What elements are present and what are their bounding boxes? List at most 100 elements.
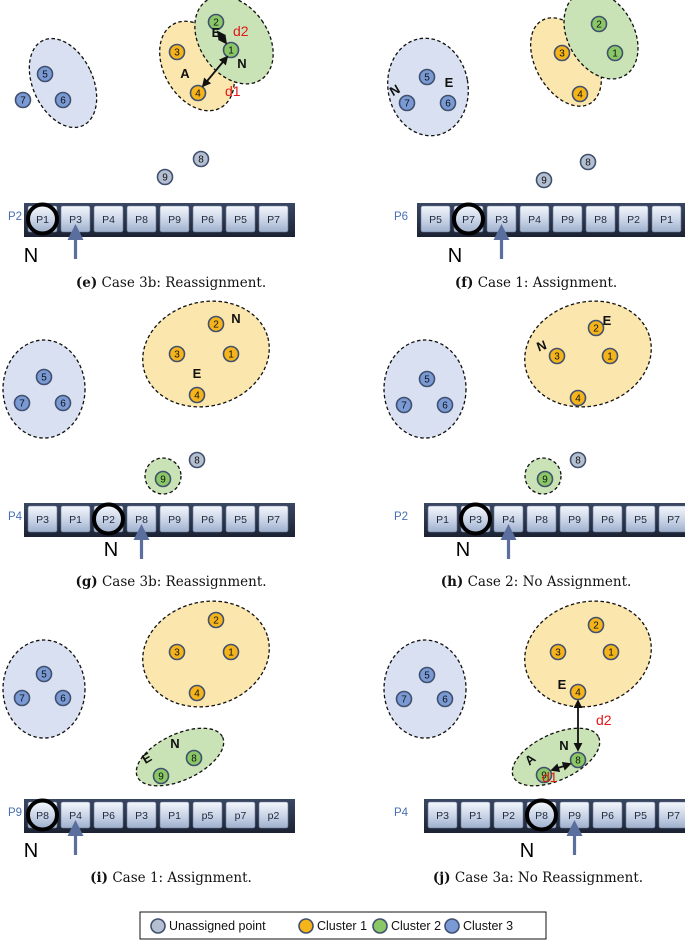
point-label: 2 (213, 320, 219, 331)
point-2: 2 (587, 616, 605, 634)
point-label: 5 (424, 375, 430, 386)
legend-label: Unassigned point (169, 919, 266, 933)
queue-cell-box (159, 205, 190, 233)
legend-item: Cluster 1 (298, 918, 367, 934)
point-marker (207, 315, 225, 333)
queue-cell-box (126, 801, 157, 829)
queue-cell-label: P8 (135, 214, 148, 226)
caption-label: (g) (75, 574, 97, 590)
queue-cell-label: P6 (102, 810, 115, 822)
point-marker (398, 94, 416, 112)
queue-cell: P7 (658, 505, 685, 533)
point-marker (189, 84, 207, 102)
current-marker: N (24, 840, 38, 862)
cluster-3-region (28, 37, 98, 129)
queue-cell-box (592, 801, 623, 829)
caption-text: Case 3b: Reassignment. (98, 574, 267, 590)
distance-label: d1 (542, 769, 558, 785)
queue-cell-box (625, 801, 656, 829)
queue-cell-label: P7 (667, 810, 680, 822)
point-label: 7 (401, 695, 407, 706)
point-9: 9 (156, 168, 174, 186)
point-marker (587, 616, 605, 634)
queue-cell-label: p7 (235, 810, 247, 822)
point-label: 7 (19, 399, 25, 410)
queue-cell: P1 (26, 202, 59, 236)
point-marker (207, 13, 225, 31)
point-8: 8 (185, 749, 203, 767)
point-label: 6 (60, 399, 66, 410)
point-marker (535, 766, 553, 784)
queue-cell-box (658, 505, 685, 533)
point-marker (549, 643, 567, 661)
queue-cell: P1 (159, 801, 190, 829)
distance-arrow (550, 762, 572, 772)
point-marker (13, 394, 31, 412)
queue-cell-box (592, 505, 623, 533)
queue-cell-label: P5 (234, 214, 247, 226)
queue-cell-box (60, 505, 91, 533)
queue-cell-box (658, 801, 685, 829)
point-3: 3 (548, 347, 566, 365)
queue-cell-box (559, 505, 590, 533)
point-4: 4 (188, 386, 206, 404)
point-label: 9 (160, 475, 166, 486)
queue-cell-label: P8 (535, 514, 548, 526)
point-9: 9 (154, 470, 172, 488)
queue-current-label: P2 (394, 511, 408, 523)
point-marker (418, 370, 436, 388)
point-5: 5 (418, 370, 436, 388)
queue-cell-box (159, 505, 190, 533)
point-label: 1 (228, 350, 234, 361)
point-5: 5 (35, 665, 53, 683)
point-7: 7 (395, 396, 413, 414)
point-6: 6 (439, 94, 457, 112)
cluster-1-region (524, 600, 652, 708)
current-marker: N (448, 245, 462, 267)
queue-cell-label: P8 (135, 514, 148, 526)
point-1: 1 (602, 643, 620, 661)
point-marker (54, 394, 72, 412)
queue-cell-box (625, 505, 656, 533)
queue-cell: P3 (126, 801, 157, 829)
queue-cell-label: P6 (601, 810, 614, 822)
point-7: 7 (13, 394, 31, 412)
legend-swatch (298, 918, 314, 934)
legend-frame (139, 911, 547, 940)
point-marker (54, 91, 72, 109)
queue-cell-label: P8 (594, 214, 607, 226)
caption: (g) Case 3b: Reassignment. (75, 574, 266, 590)
queue-cell-label: P1 (168, 810, 181, 822)
point-label: 9 (541, 176, 547, 187)
point-label: 9 (162, 173, 168, 184)
legend-item: Cluster 2 (372, 918, 441, 934)
point-1: 1 (222, 345, 240, 363)
current-cell-ring (525, 798, 558, 832)
point-4: 4 (571, 85, 589, 103)
point-label: 8 (198, 155, 204, 166)
point-label: 4 (575, 688, 581, 699)
point-marker (222, 643, 240, 661)
point-5: 5 (418, 666, 436, 684)
queue-cell-label: p5 (202, 810, 214, 822)
point-label: 8 (575, 456, 581, 467)
point-label: 7 (404, 99, 410, 110)
point-label: 8 (191, 754, 197, 765)
queue-cell-label: P6 (201, 514, 214, 526)
queue-cell-box (427, 801, 458, 829)
point-marker (418, 666, 436, 684)
point-6: 6 (54, 394, 72, 412)
queue-cell: P9 (159, 505, 190, 533)
queue-cell-label: P2 (102, 514, 115, 526)
legend-swatch (444, 918, 460, 934)
point-marker (587, 319, 605, 337)
queue-cell-box (420, 205, 451, 233)
point-1: 1 (606, 44, 624, 62)
distance-label: d1 (225, 83, 241, 99)
legend-label: Cluster 3 (463, 919, 513, 933)
point-label: 1 (612, 49, 618, 60)
point-label: 8 (194, 456, 200, 467)
